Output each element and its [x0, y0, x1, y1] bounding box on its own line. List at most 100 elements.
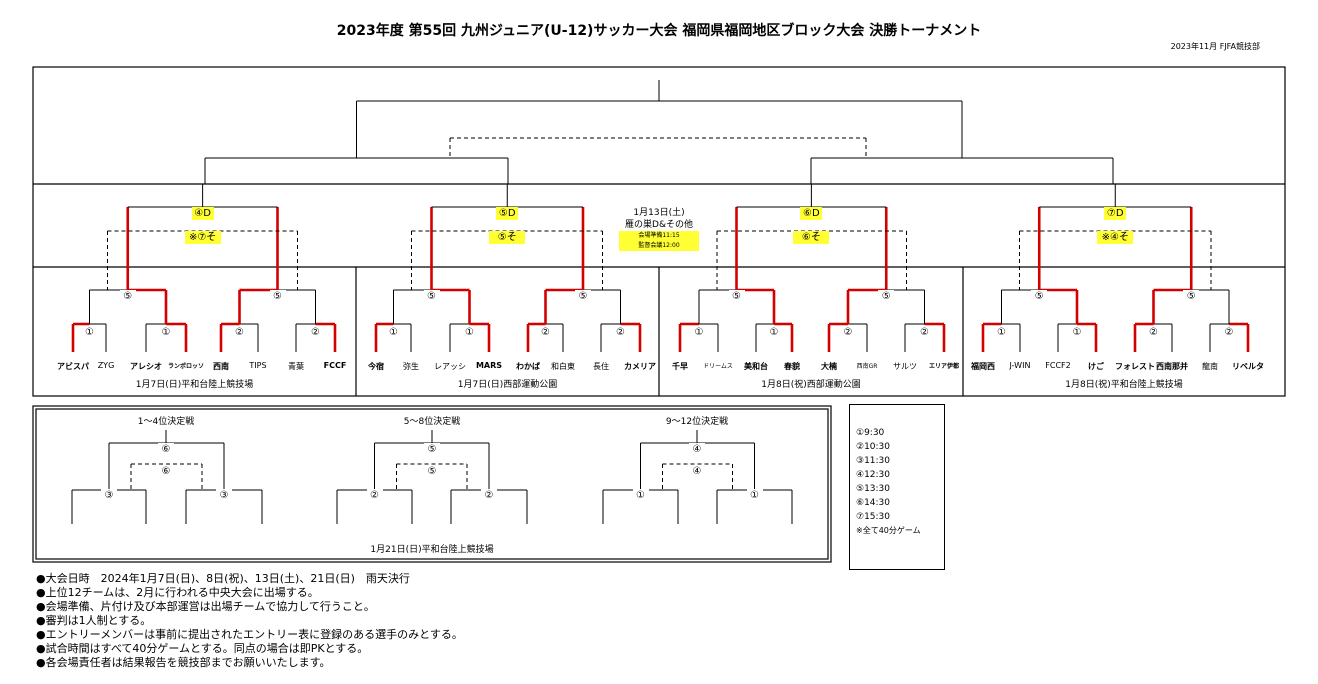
team-name: 千早 — [672, 362, 688, 371]
round-label: ② — [1145, 326, 1162, 339]
time-row: ①9:30 — [856, 428, 885, 438]
team-name: 西南那并 — [1156, 362, 1188, 371]
round-label: ① — [385, 326, 402, 339]
lower-round-label: ② — [481, 489, 497, 502]
lower-final-label: ⑥ — [158, 443, 174, 456]
consolation-label: ※④そ — [1097, 231, 1134, 244]
organizer-label: 2023年11月 FJFA競技部 — [1170, 42, 1260, 51]
round-label: ① — [691, 326, 707, 339]
round-label: ⑤ — [423, 290, 440, 303]
team-name: 弥生 — [403, 362, 419, 371]
page-title: 2023年度 第55回 九州ジュニア(U-12)サッカー大会 福岡県福岡地区ブロ… — [336, 23, 982, 39]
lower-venue: 1月21日(日)平和台陸上競技場 — [370, 545, 494, 555]
team-name: ZYG — [97, 361, 115, 370]
team-name: 大楠 — [821, 362, 837, 371]
semi-label: ⑤D — [496, 207, 519, 220]
team-name: レアッシ — [434, 362, 466, 371]
time-row: ⑤13:30 — [856, 484, 891, 494]
round-label: ② — [307, 326, 324, 339]
round-label: ② — [231, 326, 248, 339]
round-label: ② — [612, 326, 629, 339]
time-row: ⑦15:30 — [856, 512, 891, 522]
round-label: ① — [461, 326, 478, 339]
team-name: 福岡西 — [971, 362, 995, 371]
lower-frame-inner — [35, 408, 829, 560]
time-note: ※全て40分ゲーム — [856, 526, 921, 535]
team-name: 美和台 — [744, 362, 768, 371]
team-name: 今宿 — [368, 362, 384, 371]
lower-consolation-label: ④ — [689, 465, 705, 478]
team-name: アビスパ — [57, 362, 89, 371]
team-name: カメリア — [624, 362, 656, 371]
team-name: リベルタ — [1232, 362, 1264, 371]
team-name: フォレスト — [1115, 362, 1155, 371]
lower-final-label: ④ — [689, 443, 705, 456]
team-name: わかば — [516, 362, 540, 371]
center-info-date: 1月13日(土) — [633, 208, 685, 218]
round-label: ① — [81, 326, 98, 339]
team-name: サルツ — [893, 362, 917, 371]
team-name: 青葉 — [288, 362, 304, 371]
round-label: ② — [537, 326, 554, 339]
lower-frame-outer — [32, 405, 832, 563]
note-item: ●各会場責任者は結果報告を競技部までお願いいたします。 — [36, 656, 331, 669]
team-name: ランポロッソ — [167, 363, 204, 370]
center-info-meeting: 監督会議12:00 — [619, 241, 699, 251]
center-info: 1月13日(土) 雁の巣D&その他 会場準備11:15 監督会議12:00 — [611, 207, 707, 251]
consolation-label: ⑤そ — [489, 231, 526, 244]
lower-round-label: ① — [746, 489, 763, 502]
semi-label: ④D — [191, 207, 214, 220]
team-name: アレシオ — [130, 362, 162, 371]
lower-round-label: ② — [366, 489, 383, 502]
team-name: 和白東 — [551, 362, 575, 371]
semi-label: ⑦D — [1104, 207, 1127, 220]
round-label: ① — [993, 326, 1010, 339]
round-label: ⑤ — [878, 290, 895, 303]
note-item: ●大会日時 2024年1月7日(日)、8日(祝)、13日(土)、21日(日) 雨… — [36, 572, 410, 585]
round-label: ① — [1069, 326, 1085, 339]
round-label: ① — [158, 326, 174, 339]
bracket-frames — [32, 66, 1286, 563]
time-row: ②10:30 — [856, 442, 891, 452]
round-label: ⑤ — [269, 290, 286, 303]
lower-consolation-label: ⑥ — [158, 465, 174, 478]
team-name: 春貌 — [784, 362, 800, 371]
time-row: ④12:30 — [856, 470, 891, 480]
lower-title-2: 5～8位決定戦 — [403, 417, 461, 427]
round-label: ⑤ — [728, 290, 745, 303]
round-label: ① — [766, 326, 782, 339]
venue-2: 1月7日(日)西部運動公園 — [457, 380, 558, 390]
round-label: ⑤ — [1183, 290, 1200, 303]
note-item: ●上位12チームは、2月に行われる中央大会に出場する。 — [36, 586, 319, 599]
round-label: ② — [840, 326, 856, 339]
round-label: ⑤ — [119, 290, 136, 303]
venue-4: 1月8日(祝)平和台陸上競技場 — [1065, 380, 1183, 390]
team-name: 西南 — [213, 362, 229, 371]
consolation-label: ※⑦そ — [184, 231, 221, 244]
team-name: J-WIN — [1009, 361, 1031, 370]
note-item: ●エントリーメンバーは事前に提出されたエントリー表に登録のある選手のみとする。 — [36, 628, 463, 641]
lower-consolation-label: ⑤ — [424, 465, 440, 478]
center-info-prep: 会場準備11:15 — [619, 231, 699, 241]
team-name: 長住 — [593, 362, 609, 371]
team-name: FCCF2 — [1045, 361, 1071, 370]
team-name: TIPS — [249, 361, 267, 370]
round-label: ② — [916, 326, 933, 339]
team-name: 龍南 — [1202, 362, 1218, 371]
lower-final-label: ⑤ — [424, 443, 440, 456]
note-item: ●会場準備、片付け及び本部運営は出場チームで協力して行うこと。 — [36, 600, 375, 613]
team-name: MARS — [475, 361, 503, 370]
team-name: けご — [1088, 362, 1104, 371]
time-schedule-box: ①9:30 ②10:30 ③11:30 ④12:30 ⑤13:30 ⑥14:30… — [849, 404, 945, 570]
time-row: ③11:30 — [856, 456, 891, 466]
team-name: ドリームス — [703, 363, 733, 370]
round-label: ② — [1221, 326, 1237, 339]
team-name: エリア伊都 — [928, 363, 959, 370]
consolation-label: ⑥そ — [793, 231, 830, 244]
venue-3: 1月8日(祝)西部運動公園 — [761, 380, 861, 390]
lower-title-3: 9～12位決定戦 — [665, 417, 729, 427]
center-info-venue: 雁の巣D&その他 — [625, 220, 693, 230]
lower-round-label: ③ — [216, 489, 232, 502]
note-item: ●審判は1人制とする。 — [36, 614, 152, 627]
